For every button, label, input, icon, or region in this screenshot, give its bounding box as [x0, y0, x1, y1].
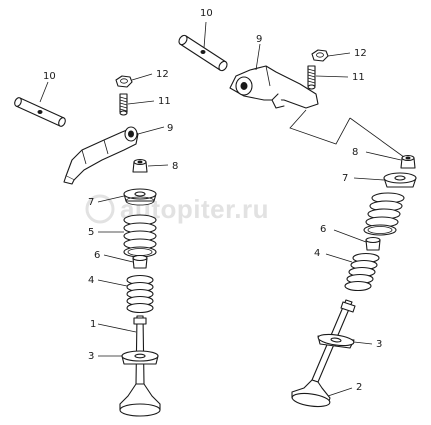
valve-spring-inner-left [126, 274, 154, 314]
callout-3-left: 3 [88, 351, 94, 362]
callout-11-right: 11 [352, 72, 365, 83]
callout-10-left: 10 [43, 71, 56, 82]
valve-spring-outer-left [123, 214, 157, 258]
callout-4-left: 4 [88, 275, 94, 286]
callout-12-left: 12 [156, 69, 169, 80]
callout-7-left: 7 [88, 197, 94, 208]
valve-right [291, 299, 356, 408]
callout-10-right: 10 [200, 8, 213, 19]
callout-5-left: 5 [88, 227, 94, 238]
callout-4-right: 4 [314, 248, 320, 259]
callout-8-left: 8 [172, 161, 178, 172]
valve-left [119, 315, 161, 417]
spring-retainer-left [123, 188, 157, 206]
callout-labels: 10 12 11 9 8 7 5 6 4 1 3 10 9 12 11 8 7 … [43, 8, 382, 393]
rocker-shaft-right [178, 34, 228, 72]
adjusting-screw-right [307, 65, 316, 90]
callout-9-left: 9 [167, 123, 173, 134]
callout-2: 2 [356, 382, 362, 393]
callout-3-right: 3 [376, 339, 382, 350]
valve-collet-right [400, 154, 416, 169]
valve-spring-inner-right [344, 252, 380, 292]
rocker-shaft-left [14, 97, 66, 127]
valve-stem-seal-right [365, 236, 381, 251]
lock-nut-right [311, 49, 329, 62]
lock-nut-left [115, 75, 133, 88]
guide-lines-right [289, 109, 409, 161]
callout-7-right: 7 [342, 173, 348, 184]
callout-11-left: 11 [158, 96, 171, 107]
callout-6-left: 6 [94, 250, 100, 261]
callout-1: 1 [90, 319, 96, 330]
rocker-arm-left [63, 126, 139, 185]
callout-6-right: 6 [320, 224, 326, 235]
valve-stem-seal-left [132, 254, 148, 269]
leader-lines [39, 21, 402, 397]
spring-seat-right [317, 333, 355, 349]
spring-retainer-right [383, 172, 417, 188]
callout-9-right: 9 [256, 34, 262, 45]
callout-8-right: 8 [352, 147, 358, 158]
rocker-arm-right [229, 65, 319, 109]
valve-spring-outer-right [363, 192, 405, 236]
spring-seat-left [121, 350, 159, 365]
valve-collet-left [132, 158, 148, 173]
callout-12-right: 12 [354, 48, 367, 59]
adjusting-screw-left [119, 93, 128, 116]
